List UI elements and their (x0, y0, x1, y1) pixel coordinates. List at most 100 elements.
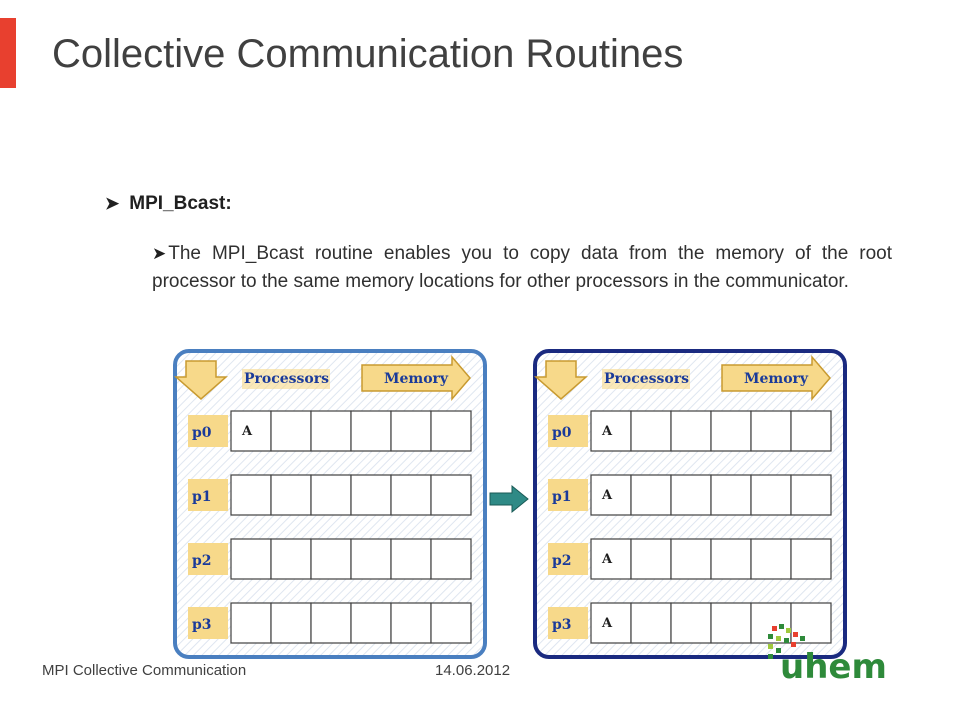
processor-row: p3 A (548, 602, 832, 644)
memory-cell (390, 410, 432, 452)
uhem-logo: uhem (768, 624, 887, 686)
row-label-bg (548, 415, 588, 447)
memory-cell (430, 602, 472, 644)
memory-cell (230, 410, 272, 452)
memory-cell (430, 474, 472, 516)
row-label-bg (188, 479, 228, 511)
transfer-arrow-icon (489, 484, 529, 514)
memory-cell (710, 474, 752, 516)
memory-cell (710, 602, 752, 644)
memory-cell (630, 538, 672, 580)
memory-cell (790, 410, 832, 452)
memory-label: Memory (384, 371, 449, 387)
memory-cell (750, 410, 792, 452)
memory-cell (350, 474, 392, 516)
footer-title: MPI Collective Communication (42, 662, 247, 679)
processors-label-bg (242, 369, 330, 389)
memory-cell (350, 410, 392, 452)
memory-cell (790, 474, 832, 516)
memory-cell (270, 474, 312, 516)
memory-cell (630, 410, 672, 452)
processor-row: p3 (188, 602, 472, 644)
row-label: p3 (552, 617, 572, 633)
memory-cell (590, 538, 632, 580)
memory-cell (230, 538, 272, 580)
memory-cell (670, 410, 712, 452)
processor-row: p1 (188, 474, 472, 516)
memory-cell (310, 410, 352, 452)
memory-cell (750, 538, 792, 580)
memory-cell-value: A (601, 552, 613, 567)
memory-cell (790, 538, 832, 580)
memory-cell (670, 474, 712, 516)
footer-date: 14.06.2012 (435, 662, 511, 679)
row-label: p3 (192, 617, 212, 633)
memory-cell (270, 410, 312, 452)
memory-cell (750, 474, 792, 516)
memory-cell (630, 602, 672, 644)
description-text: The MPI_Bcast routine enables you to cop… (152, 243, 892, 292)
processor-row: p0 A (188, 410, 472, 452)
memory-cell-value: A (601, 488, 613, 503)
slide-title: Collective Communication Routines (52, 32, 684, 76)
memory-cell (590, 410, 632, 452)
row-label: p1 (552, 489, 572, 505)
row-label: p0 (552, 425, 572, 441)
processor-row: p2 (188, 538, 472, 580)
row-label: p0 (192, 425, 212, 441)
memory-arrow-icon (361, 354, 471, 402)
memory-cell (590, 602, 632, 644)
memory-cell-value: A (241, 424, 253, 439)
accent-bar (0, 18, 16, 88)
memory-cell (390, 474, 432, 516)
row-label-bg (188, 607, 228, 639)
memory-cell-value: A (601, 616, 613, 631)
arrow-bullet-icon: ➤ (105, 194, 120, 213)
logo-text: uhem (780, 647, 887, 686)
memory-cell (310, 602, 352, 644)
row-label-bg (548, 607, 588, 639)
memory-cell (390, 602, 432, 644)
down-arrow-icon (534, 360, 588, 400)
memory-cell (390, 538, 432, 580)
down-arrow-icon (174, 360, 228, 400)
memory-cell (350, 602, 392, 644)
row-label-bg (548, 543, 588, 575)
row-label: p2 (552, 553, 572, 569)
bullet-heading: MPI_Bcast: (129, 193, 232, 214)
row-label-bg (188, 543, 228, 575)
processor-row: p0 A (548, 410, 832, 452)
row-label: p2 (192, 553, 212, 569)
memory-cell (350, 538, 392, 580)
memory-cell (230, 474, 272, 516)
arrow-bullet-icon: ➤ (152, 244, 167, 263)
memory-cell (430, 410, 472, 452)
row-label-bg (548, 479, 588, 511)
memory-cell (230, 602, 272, 644)
memory-label: Memory (744, 371, 809, 387)
processor-row: p2 A (548, 538, 832, 580)
row-label-bg (188, 415, 228, 447)
bullet-mpi-bcast: ➤ MPI_Bcast: (105, 193, 232, 215)
memory-cell (310, 474, 352, 516)
memory-cell (710, 538, 752, 580)
processors-label-bg (602, 369, 690, 389)
memory-cell (630, 474, 672, 516)
description-paragraph: ➤The MPI_Bcast routine enables you to co… (152, 240, 892, 295)
memory-cell (270, 602, 312, 644)
memory-cell (670, 602, 712, 644)
memory-cell (670, 538, 712, 580)
memory-cell (710, 410, 752, 452)
memory-cell-value: A (601, 424, 613, 439)
logo-dots-icon (768, 624, 805, 659)
processors-label: Processors (244, 371, 329, 387)
memory-cell (430, 538, 472, 580)
diagram-panel: Processors Memory p0 Ap1 p2 p3 (173, 349, 487, 659)
processor-row: p1 A (548, 474, 832, 516)
memory-arrow-icon (721, 354, 831, 402)
memory-cell (270, 538, 312, 580)
row-label: p1 (192, 489, 212, 505)
